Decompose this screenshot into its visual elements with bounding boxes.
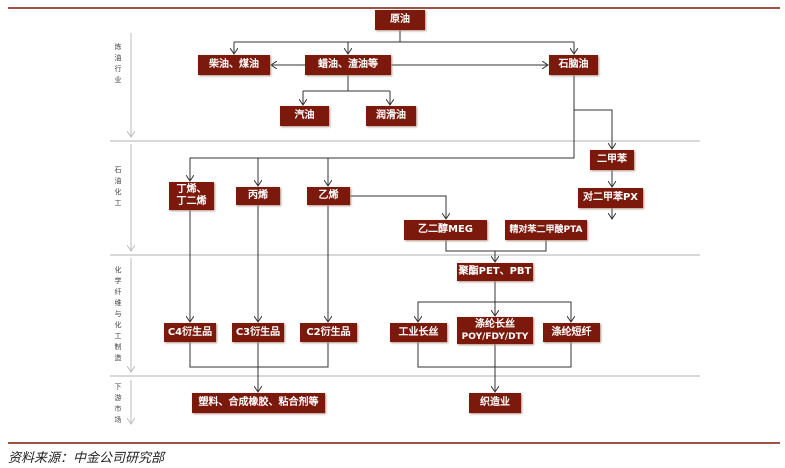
node-staple-fiber: 涤纶短纤 <box>543 323 600 342</box>
section-label-petrochemical: 石油化工 <box>114 166 122 207</box>
node-ethylene: 乙烯 <box>307 187 350 205</box>
node-gasoline: 汽油 <box>280 106 329 126</box>
node-px: 对二甲苯PX <box>578 188 643 208</box>
node-plastics: 塑料、合成橡胶、粘合剂等 <box>192 393 325 413</box>
node-lubricant: 润滑油 <box>366 106 416 126</box>
node-c2: C2衍生品 <box>300 323 357 342</box>
node-wax-oil: 蜡油、渣油等 <box>305 55 391 75</box>
node-butene: 丁烯、丁二烯 <box>169 182 214 210</box>
filament-types: POY/FDY/DTY <box>461 331 529 342</box>
node-xylene: 二甲苯 <box>590 150 634 170</box>
node-crude: 原油 <box>375 10 425 30</box>
filament-label: 涤纶长丝 <box>475 318 515 330</box>
section-label-refining: 炼油行业 <box>114 43 122 84</box>
node-industrial-yarn: 工业长丝 <box>390 323 447 342</box>
node-weaving: 织造业 <box>469 393 521 413</box>
node-naphtha: 石脑油 <box>549 55 598 75</box>
node-pet: 聚酯PET、PBT <box>457 263 533 281</box>
node-c3: C3衍生品 <box>232 323 284 342</box>
node-meg: 乙二醇MEG <box>404 220 487 240</box>
node-pta: 精对苯二甲酸PTA <box>505 220 587 240</box>
node-propylene: 丙烯 <box>236 187 280 205</box>
node-diesel: 柴油、煤油 <box>198 55 270 75</box>
section-label-downstream: 下游市场 <box>114 383 122 424</box>
source-note: 资料来源：中金公司研究部 <box>8 451 165 466</box>
node-c4: C4衍生品 <box>164 323 216 342</box>
section-label-fiber-chemical: 化学纤维与化工制造 <box>114 266 122 362</box>
